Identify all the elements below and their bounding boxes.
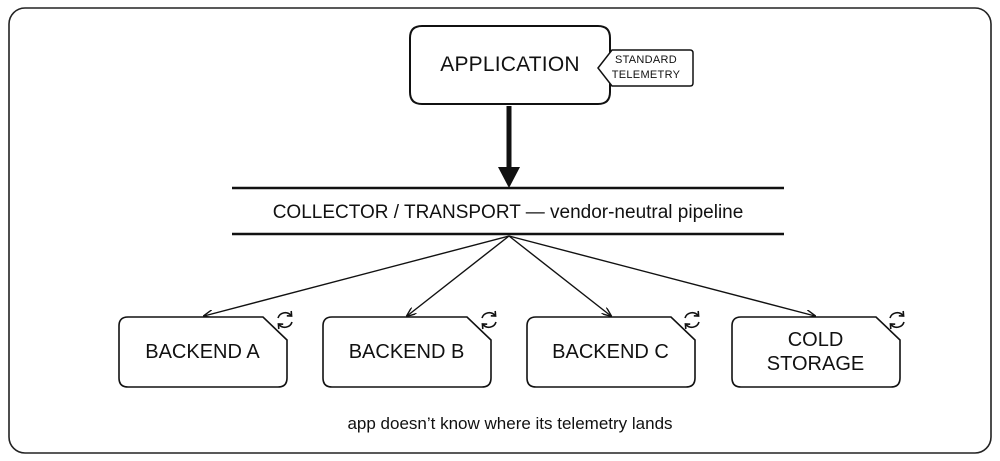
outer-frame xyxy=(8,7,992,454)
sync-icon xyxy=(889,310,905,330)
sync-icon xyxy=(684,310,700,330)
backend-c-box xyxy=(526,316,696,388)
cold-storage-label-line2: STORAGE xyxy=(766,353,865,375)
arrow-to-backend-a xyxy=(204,235,510,316)
arrow-to-backend-b xyxy=(407,235,510,316)
arrow-to-backend-c xyxy=(508,235,611,316)
standard-telemetry-label-line2: TELEMETRY xyxy=(611,69,681,81)
diagram-caption: app doesn’t know where its telemetry lan… xyxy=(347,414,673,433)
sync-icon xyxy=(277,310,293,330)
backend-a-label: BACKEND A xyxy=(145,341,260,363)
standard-telemetry-tag xyxy=(597,49,694,87)
standard-telemetry-label-line1: STANDARD xyxy=(614,54,678,66)
cold-storage-box xyxy=(731,316,901,388)
backend-c-label: BACKEND C xyxy=(552,341,669,363)
backend-a-box xyxy=(118,316,288,388)
pipeline-label: COLLECTOR / TRANSPORT — vendor-neutral p… xyxy=(272,202,744,223)
application-box xyxy=(409,25,611,105)
cold-storage-label-line1: COLD xyxy=(787,329,844,351)
arrow-to-cold-storage xyxy=(508,235,815,316)
backend-b-label: BACKEND B xyxy=(348,341,465,363)
app-arrow-head xyxy=(498,167,520,188)
application-label: APPLICATION xyxy=(440,53,580,76)
sync-icon xyxy=(481,310,497,330)
backend-b-box xyxy=(322,316,492,388)
